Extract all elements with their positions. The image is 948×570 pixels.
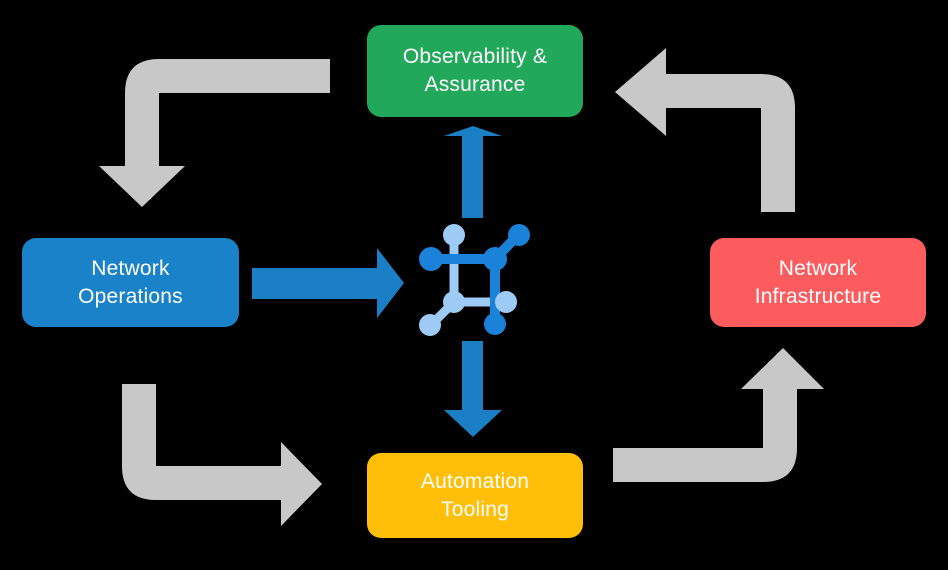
arrow-center-to-observability <box>444 126 502 218</box>
node-automation-tooling[interactable]: Automation Tooling <box>367 453 583 538</box>
arrow-automation-tooling-to-network-infrastructure <box>613 348 824 482</box>
node-automation-tooling-label-line1: Automation <box>420 469 530 493</box>
node-network-infrastructure-label: Network Infrastructure <box>755 255 882 310</box>
arrow-network-operations-to-automation-tooling <box>122 384 322 526</box>
arrow-center-to-automation-tooling <box>444 341 502 437</box>
arrow-observability-to-network-operations <box>99 59 330 207</box>
node-network-operations-label-line1: Network <box>91 256 170 280</box>
node-network-operations-label-line2: Operations <box>78 284 183 308</box>
node-observability-label-line2: Assurance <box>424 73 526 96</box>
network-topology-icon <box>419 224 530 336</box>
arrow-network-infrastructure-to-observability <box>615 48 795 212</box>
node-automation-tooling-label-line2: Tooling <box>441 497 509 521</box>
node-automation-tooling-label: Automation Tooling <box>421 468 529 523</box>
node-network-infrastructure-label-line2: Infrastructure <box>754 284 882 308</box>
node-observability-assurance[interactable]: Observability & Assurance <box>367 25 583 117</box>
node-observability-label-line1: Observability & <box>402 45 548 69</box>
network-icon-dark-nodes <box>419 224 530 335</box>
node-network-infrastructure-label-line1: Network <box>778 256 858 280</box>
node-network-infrastructure[interactable]: Network Infrastructure <box>710 238 926 327</box>
node-observability-label: Observability & Assurance <box>403 43 547 98</box>
arrow-network-operations-to-center <box>252 248 404 318</box>
node-network-operations[interactable]: Network Operations <box>22 238 239 327</box>
network-icon-light-nodes <box>419 224 517 336</box>
node-network-operations-label: Network Operations <box>78 255 183 310</box>
